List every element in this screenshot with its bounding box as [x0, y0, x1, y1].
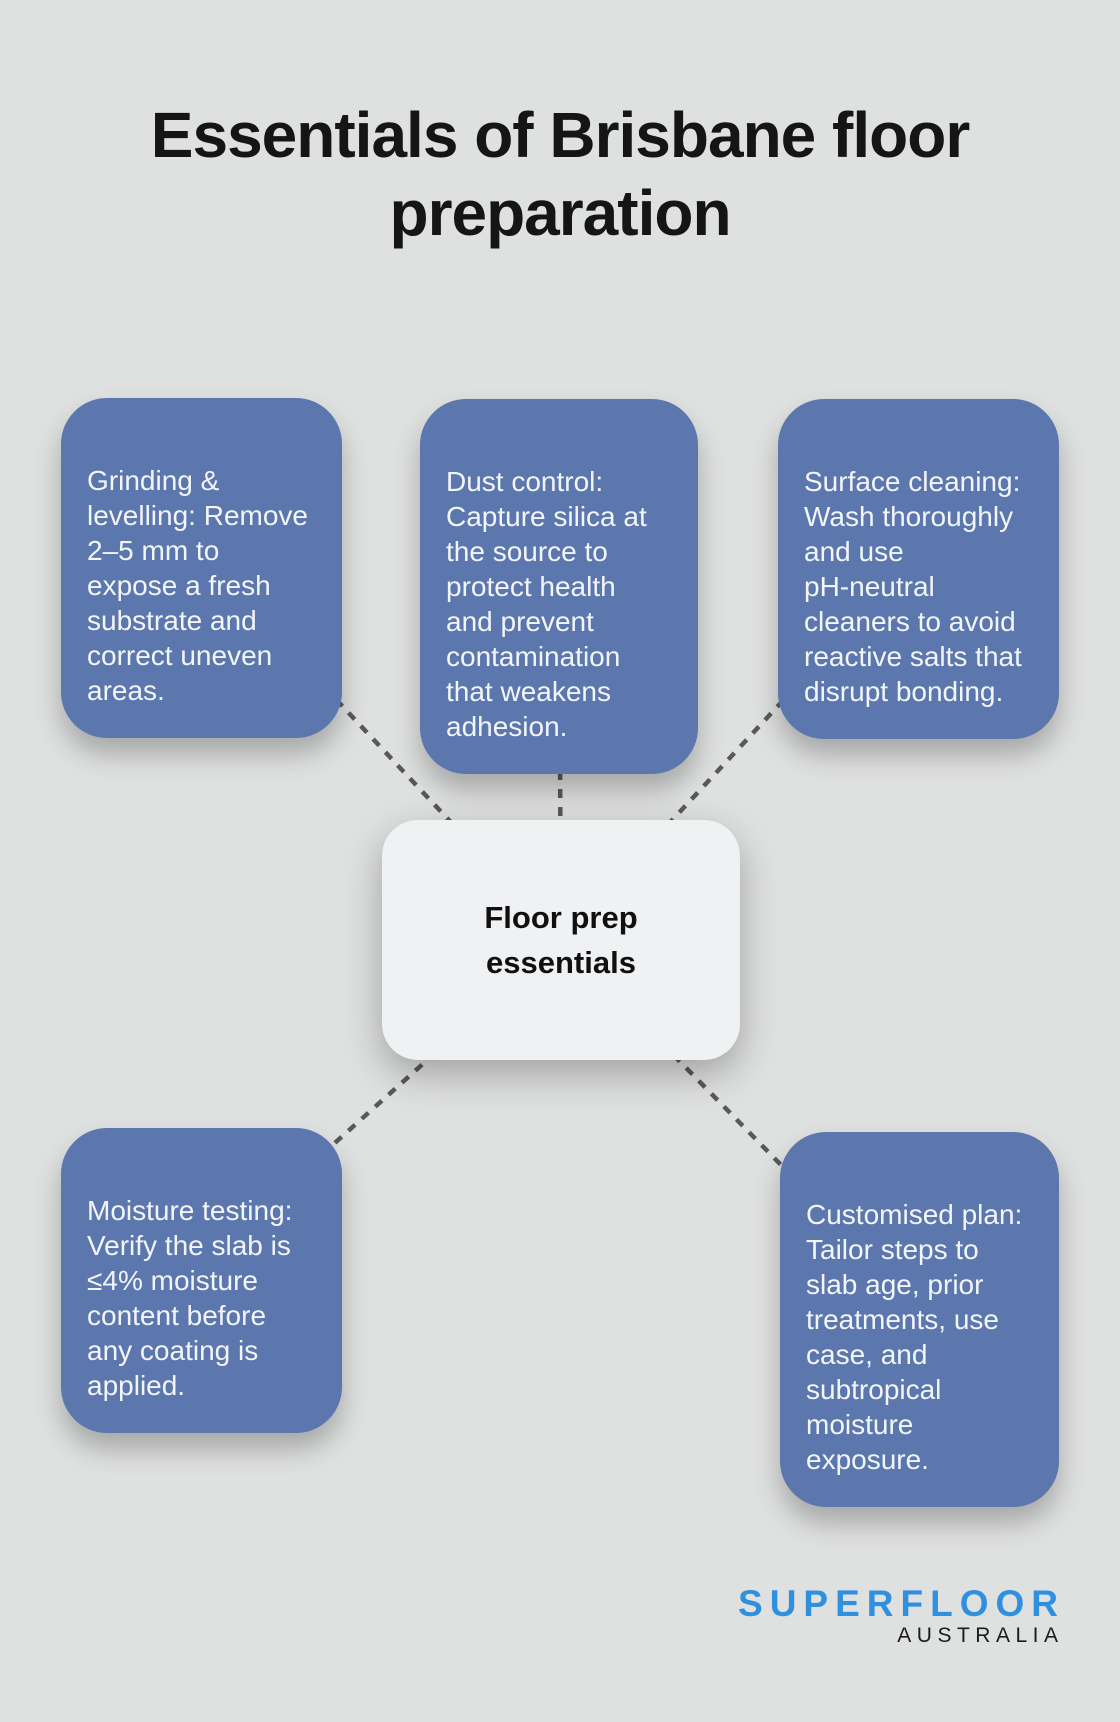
node-surface-cleaning: Surface cleaning: Wash thoroughly and us…	[778, 399, 1059, 739]
connector-plan	[559, 938, 921, 1308]
page-title: Essentials of Brisbane floor preparation	[150, 99, 970, 249]
node-moisture-testing-text: Moisture testing: Verify the slab is ≤4%…	[87, 1195, 293, 1401]
brand-logo: SUPERFLOOR AUSTRALIA	[738, 1584, 1058, 1647]
center-node: Floor prep essentials	[382, 820, 740, 1060]
node-moisture-testing: Moisture testing: Verify the slab is ≤4%…	[61, 1128, 342, 1433]
node-dust-control: Dust control: Capture silica at the sour…	[420, 399, 698, 774]
node-dust-control-text: Dust control: Capture silica at the sour…	[446, 466, 647, 742]
node-customised-plan: Customised plan: Tailor steps to slab ag…	[780, 1132, 1059, 1507]
center-node-label: Floor prep essentials	[484, 900, 638, 980]
brand-logo-region: AUSTRALIA	[897, 1624, 1064, 1647]
node-customised-plan-text: Customised plan: Tailor steps to slab ag…	[806, 1199, 1023, 1475]
node-grinding-levelling: Grinding & levelling: Remove 2–5 mm to e…	[61, 398, 342, 738]
brand-logo-wordmark: SUPERFLOOR	[738, 1583, 1065, 1624]
node-surface-cleaning-text: Surface cleaning: Wash thoroughly and us…	[804, 466, 1022, 707]
node-grinding-levelling-text: Grinding & levelling: Remove 2–5 mm to e…	[87, 465, 308, 706]
